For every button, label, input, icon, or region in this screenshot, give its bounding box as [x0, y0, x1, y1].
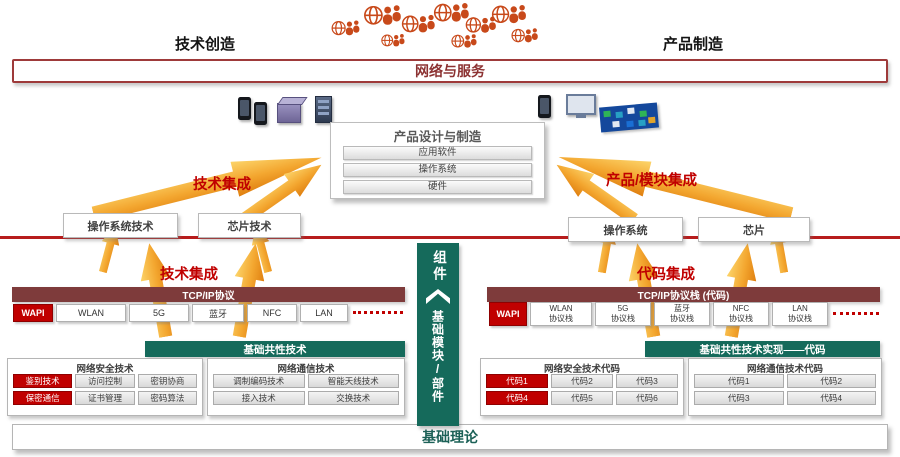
tcpip-protocol-header: TCP/IP协议 [12, 287, 405, 302]
protocol-wlan: WLAN [56, 304, 126, 322]
column-bottom-label: 基础模块/部件 [430, 310, 445, 403]
stack-nfc: NFC 协议栈 [713, 302, 769, 326]
box-chip: 芯片 [698, 217, 810, 242]
network-services-label: 网络与服务 [415, 63, 485, 79]
code-item: 代码5 [551, 391, 613, 405]
layer-operating-system: 操作系统 [343, 163, 532, 177]
phone-icon [254, 102, 267, 125]
security-code-title: 网络安全技术代码 [543, 364, 620, 375]
phone-icon [238, 97, 251, 120]
box-operating-system: 操作系统 [568, 217, 683, 242]
box-os-technology: 操作系统技术 [63, 213, 178, 238]
phone-icon [538, 95, 551, 118]
network-security-tech-title: 网络安全技术 [76, 364, 134, 375]
code-item: 代码1 [486, 374, 548, 388]
chevron-up-icon [426, 289, 450, 304]
label-tech-integration-mid: 技术集成 [160, 267, 218, 283]
network-comm-tech-title: 网络通信技术 [277, 364, 335, 375]
protocol-nfc: NFC [247, 304, 297, 322]
protocol-bluetooth: 蓝牙 [192, 304, 244, 322]
foundation-right-header: 基础共性技术实现——代码 [645, 341, 880, 357]
label-tech-integration-upper: 技术集成 [193, 177, 251, 193]
stack-bluetooth: 蓝牙 协议栈 [654, 302, 710, 326]
stack-wlan: WLAN 协议栈 [530, 302, 592, 326]
server-box-icon [277, 103, 301, 123]
code-item: 代码2 [551, 374, 613, 388]
server-tower-icon [315, 96, 332, 123]
foundation-left-header: 基础共性技术 [145, 341, 405, 357]
security-item: 密钥协商 [137, 374, 197, 388]
layer-hardware: 硬件 [343, 180, 532, 194]
product-design-title: 产品设计与制造 [393, 130, 482, 144]
box-chip-technology: 芯片技术 [198, 213, 301, 238]
protocol-wapi: WAPI [13, 304, 53, 322]
code-item: 代码6 [616, 391, 678, 405]
code-item: 代码4 [486, 391, 548, 405]
center-module-column: 组件 基础模块/部件 [417, 243, 459, 426]
label-product-module-integration: 产品/模块集成 [606, 173, 698, 189]
comm-code-box: 网络通信技术代码 代码1 代码2 代码3 代码4 [688, 358, 882, 416]
computer-monitor-icon [566, 94, 596, 118]
circuit-board-icon [599, 102, 659, 133]
comm-item: 调制编码技术 [213, 374, 305, 388]
red-divider-line [0, 236, 900, 239]
ellipsis-dots [353, 311, 403, 314]
comm-code-title: 网络通信技术代码 [746, 364, 823, 375]
code-item: 代码3 [616, 374, 678, 388]
label-tech-creation: 技术创造 [174, 36, 235, 53]
code-item: 代码1 [694, 374, 784, 388]
network-services-bar: 网络与服务 [12, 59, 888, 83]
product-design-box: 产品设计与制造 应用软件 操作系统 硬件 [330, 122, 545, 199]
globe-people-cluster-icon [331, 2, 539, 49]
code-item: 代码2 [786, 374, 876, 388]
layer-application-software: 应用软件 [343, 146, 532, 160]
stack-lan: LAN 协议栈 [772, 302, 828, 326]
basic-theory-bar: 基础理论 [12, 424, 888, 450]
tcpip-stack-header: TCP/IP协议栈 (代码) [487, 287, 880, 302]
basic-theory-label: 基础理论 [422, 429, 478, 445]
column-top-label: 组件 [431, 250, 446, 283]
ellipsis-dots [833, 312, 879, 315]
network-comm-tech-box: 网络通信技术 调制编码技术 智能天线技术 接入技术 交换技术 [207, 358, 405, 416]
comm-item: 智能天线技术 [307, 374, 399, 388]
security-item: 密码算法 [137, 391, 197, 405]
security-item: 访问控制 [75, 374, 135, 388]
stack-5g: 5G 协议栈 [595, 302, 651, 326]
code-item: 代码3 [694, 391, 784, 405]
comm-item: 交换技术 [307, 391, 399, 405]
security-item: 鉴别技术 [13, 374, 73, 388]
stack-wapi: WAPI [489, 302, 527, 326]
protocol-lan: LAN [300, 304, 348, 322]
label-product-manufacture: 产品制造 [662, 36, 723, 53]
security-item: 保密通信 [13, 391, 73, 405]
comm-item: 接入技术 [213, 391, 305, 405]
security-item: 证书管理 [75, 391, 135, 405]
code-item: 代码4 [786, 391, 876, 405]
security-code-box: 网络安全技术代码 代码1 代码2 代码3 代码4 代码5 代码6 [480, 358, 684, 416]
protocol-5g: 5G [129, 304, 189, 322]
label-code-integration: 代码集成 [637, 267, 695, 283]
network-security-tech-box: 网络安全技术 鉴别技术 访问控制 密钥协商 保密通信 证书管理 密码算法 [7, 358, 203, 416]
